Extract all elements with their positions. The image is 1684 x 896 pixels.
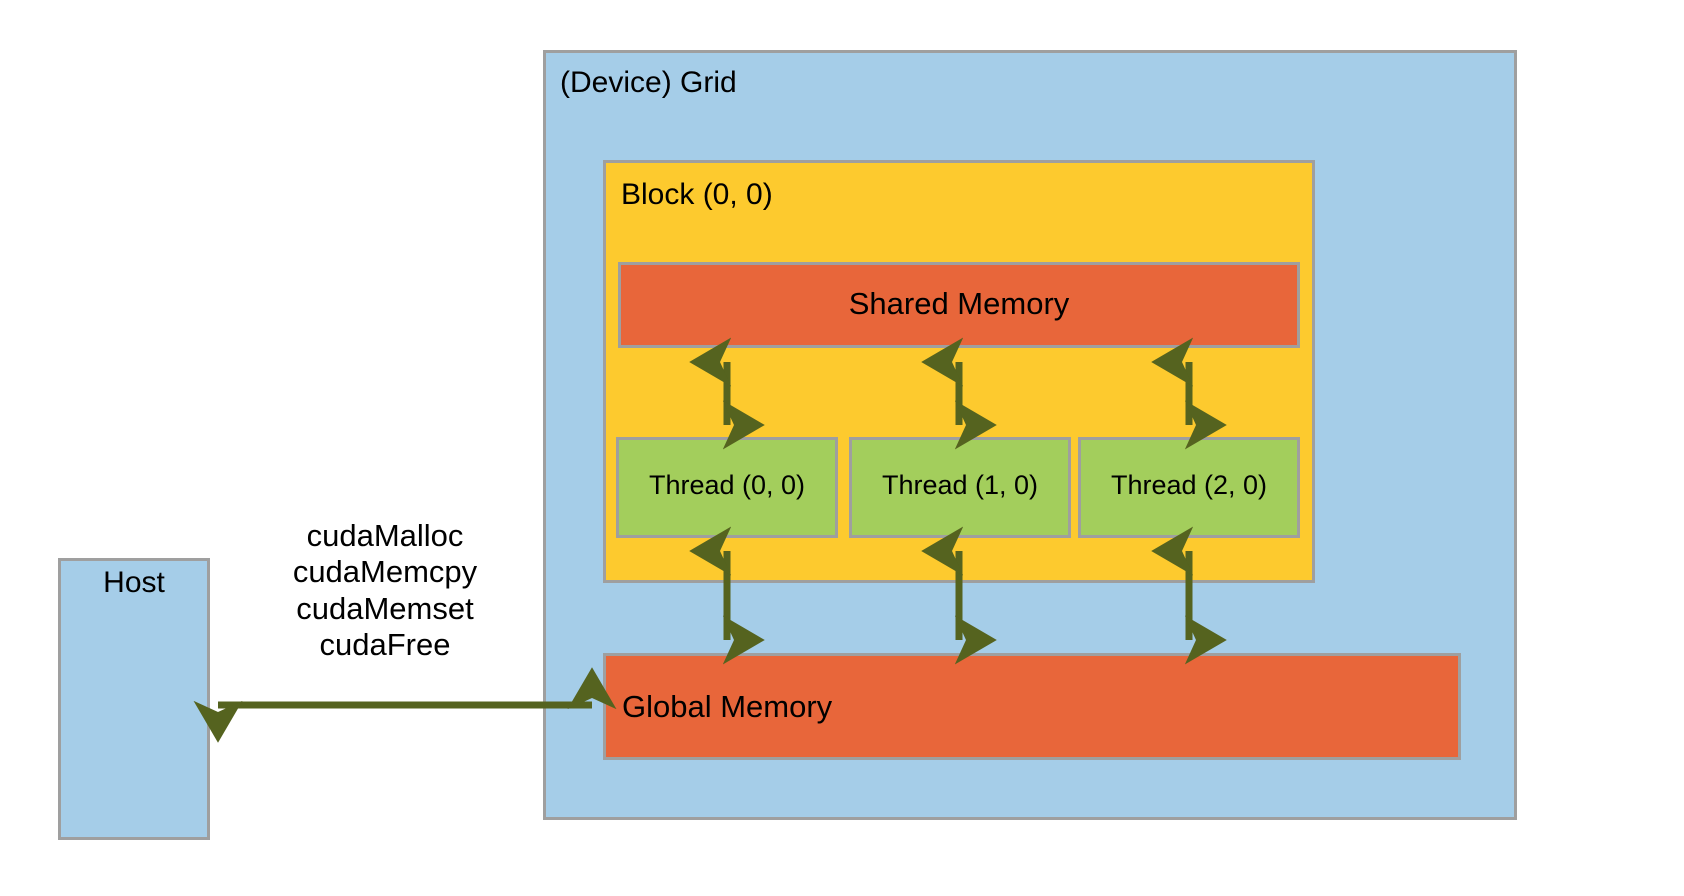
thread-box-0-0 <box>616 437 838 538</box>
device-grid-label: (Device) Grid <box>560 66 737 99</box>
global-memory-label: Global Memory <box>622 689 833 724</box>
shared-memory-label: Shared Memory <box>848 286 1070 321</box>
cuda-api-call-list: cudaMalloc cudaMemcpy cudaMemset cudaFre… <box>265 518 505 663</box>
block-label: Block (0, 0) <box>621 178 773 211</box>
api-call-cudamemcpy: cudaMemcpy <box>292 554 478 590</box>
thread-label-1-0: Thread (1, 0) <box>881 470 1039 500</box>
api-call-cudamemset: cudaMemset <box>296 590 474 626</box>
api-call-cudamalloc: cudaMalloc <box>306 518 464 553</box>
api-call-cudafree: cudaFree <box>319 626 451 662</box>
thread-label-0-0: Thread (0, 0) <box>648 470 806 500</box>
thread-label-2-0: Thread (2, 0) <box>1110 470 1268 500</box>
host-label: Host <box>103 566 165 599</box>
host-box <box>58 558 210 840</box>
global-memory-box <box>603 653 1461 760</box>
